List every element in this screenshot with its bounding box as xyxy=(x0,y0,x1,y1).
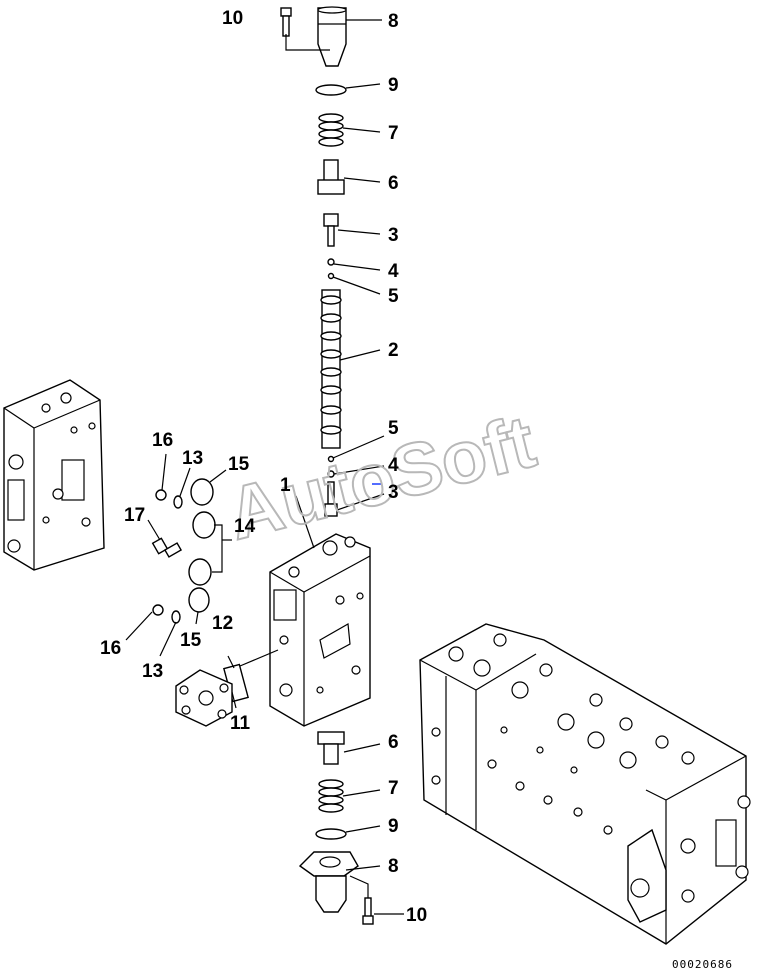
callout-13-bottom: 13 xyxy=(142,661,163,682)
callout-11: 11 xyxy=(230,713,251,734)
o-ring-14b xyxy=(188,558,212,586)
callout-14: 14 xyxy=(234,516,256,537)
callout-3-top: 3 xyxy=(388,225,399,246)
callout-10-top: 10 xyxy=(222,8,243,29)
ring-4-top xyxy=(327,258,335,266)
stopper-3-top xyxy=(323,213,339,247)
o-ring-14a xyxy=(192,511,216,539)
callout-3-bottom: 3 xyxy=(388,482,399,503)
callout-17: 17 xyxy=(124,505,145,526)
callout-4-top: 4 xyxy=(388,261,399,282)
ring-5-bottom xyxy=(327,455,335,463)
spring-7-top xyxy=(318,113,344,147)
callout-13-top: 13 xyxy=(182,448,203,469)
callout-2: 2 xyxy=(388,340,399,361)
left-valve-block xyxy=(3,379,105,571)
callout-7-top: 7 xyxy=(388,123,399,144)
callout-12: 12 xyxy=(212,613,233,634)
o-ring-13-bottom xyxy=(171,610,181,624)
o-ring-15-top xyxy=(190,478,214,506)
callout-1: 1 xyxy=(280,475,291,496)
spool-2 xyxy=(320,289,342,449)
callout-15-bottom: 15 xyxy=(180,630,202,651)
callout-labels: 10 8 9 7 6 3 4 5 2 5 4 3 1 16 13 15 17 1… xyxy=(100,8,427,926)
o-ring-16-bottom xyxy=(152,604,164,616)
o-ring-13-top xyxy=(173,495,183,509)
leader-lines xyxy=(125,19,404,915)
plug-17 xyxy=(151,537,183,558)
o-ring-9-bottom xyxy=(315,828,347,840)
o-ring-9-top xyxy=(315,84,347,96)
retainer-6-top xyxy=(317,159,345,195)
callout-6-top: 6 xyxy=(388,173,399,194)
ring-5-top xyxy=(327,272,335,280)
callout-5-bottom: 5 xyxy=(388,418,399,439)
callout-16-top: 16 xyxy=(152,430,173,451)
drawing-code: 00020686 xyxy=(672,958,733,971)
valve-section-1 xyxy=(269,533,371,727)
callout-15-top: 15 xyxy=(228,454,250,475)
spring-7-bottom xyxy=(318,779,344,813)
cover-11 xyxy=(175,669,233,727)
watermark: AutoSoft xyxy=(220,399,543,555)
o-ring-15-bottom xyxy=(188,587,210,613)
callout-10-bottom: 10 xyxy=(406,905,427,926)
callout-9-top: 9 xyxy=(388,75,399,96)
callout-16-bottom: 16 xyxy=(100,638,121,659)
cap-8-bottom xyxy=(298,851,359,913)
callout-9-bottom: 9 xyxy=(388,816,399,837)
callout-5-top: 5 xyxy=(388,286,399,307)
callout-8-top: 8 xyxy=(388,11,399,32)
retainer-6-bottom xyxy=(317,731,345,765)
callout-4-bottom: 4 xyxy=(388,455,399,476)
callout-7-bottom: 7 xyxy=(388,778,399,799)
callout-6-bottom: 6 xyxy=(388,732,399,753)
bolt-10-bottom xyxy=(362,897,374,925)
bolt-10-top xyxy=(280,7,292,37)
o-ring-16-top xyxy=(155,489,167,501)
assembled-control-valve xyxy=(419,623,751,945)
callout-8-bottom: 8 xyxy=(388,856,399,877)
cap-8-top xyxy=(317,6,347,67)
